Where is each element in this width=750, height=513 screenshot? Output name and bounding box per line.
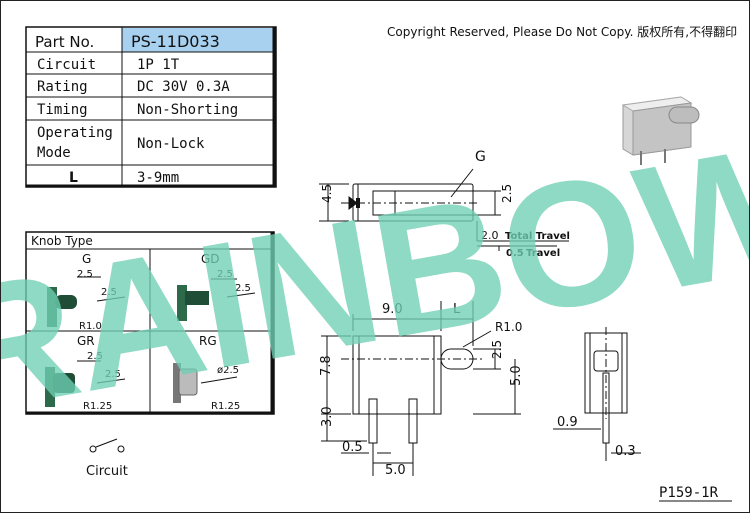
label-timing: Timing [37, 102, 88, 118]
dim-5-0-pitch: 5.0 [385, 463, 406, 478]
knob-rg-dim1: ø2.5 [217, 365, 239, 376]
dim-9-0: 9.0 [382, 302, 403, 317]
label-part-no: Part No. [35, 33, 94, 51]
knob-type-panel: Knob Type G 2.5 2.5 R1.0 GD 2.5 2.5 GR 2… [25, 231, 275, 415]
value-circuit: 1P 1T [137, 57, 180, 73]
knob-gd-name: GD [201, 252, 220, 266]
total-travel-label: Total Travel [505, 231, 570, 242]
knob-rg-name: RG [199, 334, 217, 348]
value-l: 3-9mm [137, 170, 179, 186]
dim-2-5-front: 2.5 [490, 340, 504, 359]
knob-gr-dim1: 2.5 [87, 351, 103, 362]
dim-0-9: 0.9 [557, 415, 578, 430]
part-number-cell [122, 28, 275, 52]
circuit-label: Circuit [86, 464, 128, 479]
dim-r1-0: R1.0 [495, 320, 522, 334]
knob-g-name: G [82, 252, 91, 266]
dim-l: L [453, 302, 461, 317]
dim-5-0-vertical: 5.0 [509, 365, 524, 386]
dim-2-5-top: 2.5 [500, 184, 514, 203]
knob-gr-name: GR [77, 334, 95, 348]
label-l: L [69, 170, 78, 186]
knob-gr-dim2: 2.5 [105, 369, 121, 380]
dim-0-5: 0.5 [342, 440, 363, 455]
total-travel-value: 2.0 [481, 229, 499, 242]
knob-g-dim3: R1.0 [79, 321, 102, 332]
circuit-symbol [89, 438, 125, 453]
dim-7-8: 7.8 [319, 355, 334, 376]
value-operating-mode: Non-Lock [137, 136, 205, 152]
value-rating: DC 30V 0.3A [137, 79, 230, 95]
travel-label: Travel [526, 248, 560, 259]
front-view [321, 301, 521, 476]
dim-0-3: 0.3 [615, 444, 636, 459]
knob-gd-dim2: 2.5 [235, 283, 251, 294]
label-rating: Rating [37, 79, 88, 95]
page-code: P159-1R [659, 485, 719, 501]
travel-value: 0.5 [506, 248, 524, 259]
label-mode: Mode [37, 145, 71, 161]
label-operating: Operating [37, 125, 113, 141]
dim-3-0: 3.0 [320, 406, 335, 427]
knob-g-dim2: 2.5 [101, 287, 117, 298]
knob-gr-dim3: R1.25 [83, 401, 112, 412]
knob-rg-dim2: R1.25 [211, 401, 240, 412]
value-timing: Non-Shorting [137, 102, 238, 118]
callout-g: G [475, 149, 486, 165]
value-part-no: PS-11D033 [131, 32, 220, 51]
label-circuit: Circuit [37, 57, 96, 73]
knob-g-dim1: 2.5 [77, 269, 93, 280]
spec-table: Part No. PS-11D033 Circuit 1P 1T Rating … [25, 26, 277, 188]
knob-panel-title: Knob Type [31, 234, 93, 248]
side-view [553, 327, 641, 461]
component-illustration [621, 96, 700, 165]
top-view [319, 168, 569, 251]
knob-gd-dim1: 2.5 [217, 269, 233, 280]
dim-4-5: 4.5 [320, 184, 334, 203]
copyright-notice: Copyright Reserved, Please Do Not Copy. … [387, 24, 737, 39]
